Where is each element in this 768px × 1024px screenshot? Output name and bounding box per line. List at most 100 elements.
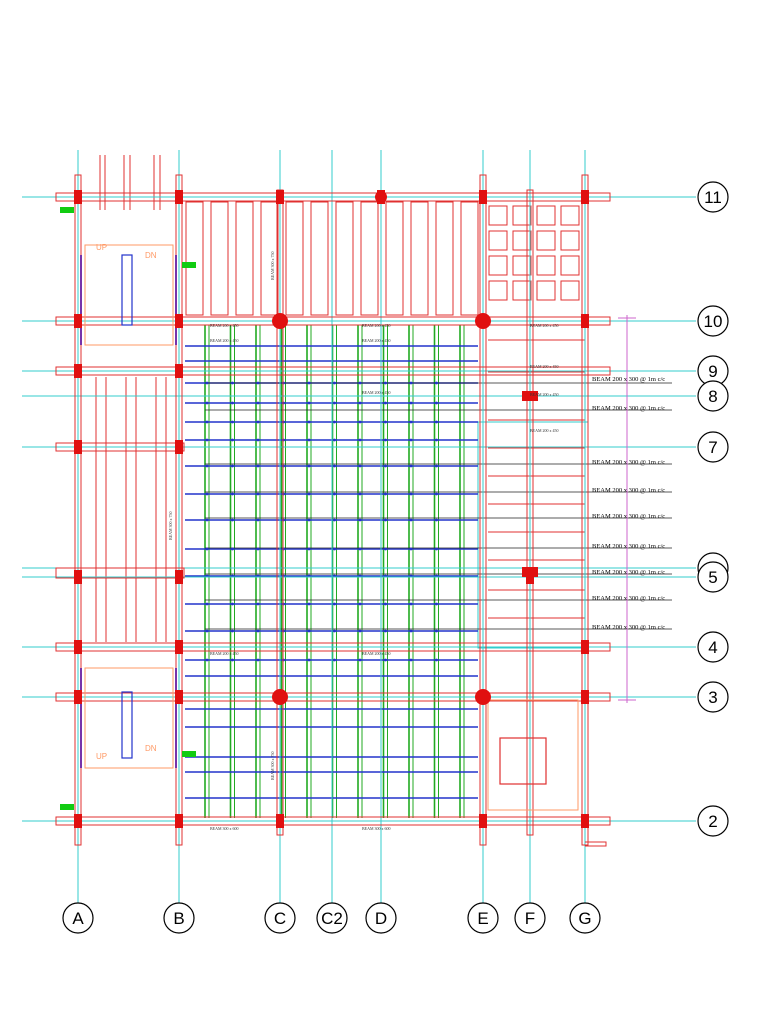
rib-node (205, 658, 209, 662)
rib-node (256, 420, 260, 424)
rib-node (231, 401, 234, 405)
rib-node (435, 518, 438, 522)
column-layer (74, 190, 589, 828)
rib-node (307, 438, 311, 442)
rib-node (409, 464, 413, 468)
slab-panel (460, 201, 479, 316)
main-beam-horizontal (55, 366, 611, 376)
column (175, 570, 183, 584)
staircase-right (487, 699, 579, 811)
rib-node (333, 602, 336, 606)
grid-bubble-row (697, 561, 729, 593)
rib-node (307, 658, 311, 662)
grid-bubble-label: 4 (708, 638, 717, 657)
column (479, 814, 487, 828)
rib-node (384, 401, 387, 405)
rib-node (409, 602, 413, 606)
column (175, 314, 183, 328)
rib-node (409, 381, 413, 385)
rib-node (358, 602, 362, 606)
grid-bubble-label: 9 (708, 362, 717, 381)
grid-bubble-label: 8 (708, 387, 717, 406)
slab-panel (360, 201, 379, 316)
rib-node (384, 658, 387, 662)
inner-beam-label: BEAM 200 x 450 (210, 338, 239, 343)
stair-up-label: UP (96, 752, 107, 761)
main-beam-horizontal (55, 692, 611, 702)
slab-panel (185, 201, 204, 316)
coffer-panel (488, 255, 508, 276)
rib-node (384, 629, 387, 633)
column (175, 690, 183, 704)
rib-node (256, 438, 260, 442)
inner-beam-label: BEAM 200 x 450 (362, 651, 391, 656)
green-marker (182, 262, 196, 268)
misc-markers-layer (60, 207, 636, 847)
rib-node (333, 658, 336, 662)
rib-node (231, 658, 234, 662)
rib-node (333, 438, 336, 442)
rib-node (333, 401, 336, 405)
rib-node (384, 438, 387, 442)
slab-panel (435, 201, 454, 316)
rib-node (435, 658, 438, 662)
rib-node (435, 547, 438, 551)
main-beam-horizontal (55, 567, 185, 579)
rib-node (307, 492, 311, 496)
green-marker (60, 804, 74, 810)
rib-node (307, 464, 311, 468)
inner-beam-label: BEAM 300 x 600 (210, 826, 239, 831)
slab-panel (285, 201, 304, 316)
grid-bubble-row (697, 631, 729, 663)
beam-note: BEAM 200 x 300 @ 1m c/c (592, 513, 665, 520)
inner-beam-label: BEAM 300 x 750 (270, 751, 275, 780)
coffer-panel (488, 230, 508, 251)
rib-node (333, 547, 336, 551)
rib-node (384, 492, 387, 496)
grid-bubble-column (163, 902, 195, 934)
joist-layer (204, 325, 465, 818)
inner-beam-labels: BEAM 200 x 450 BEAM 200 x 450 BEAM 200 x… (168, 251, 559, 831)
column (74, 570, 82, 584)
coffer-panel (560, 205, 580, 226)
rib-node (358, 420, 362, 424)
rib-node (205, 602, 209, 606)
rib-node (358, 547, 362, 551)
beam-note: BEAM 200 x 300 @ 1m c/c (592, 487, 665, 494)
grid-bubble-label: 3 (708, 688, 717, 707)
rib-node (205, 547, 209, 551)
beam-note: BEAM 200 x 300 @ 1m c/c (592, 595, 665, 602)
rib-node (358, 464, 362, 468)
round-column (375, 191, 387, 203)
main-beam-vertical (175, 174, 183, 846)
column (74, 190, 82, 204)
rib-node (307, 420, 311, 424)
grid-bubble-column (62, 902, 94, 934)
grid-bubble-label: 11 (704, 188, 722, 207)
coffer-panel (536, 280, 556, 301)
rib-node (231, 381, 234, 385)
round-column (272, 313, 288, 329)
rib-node (256, 381, 260, 385)
grid-bubble-label: E (477, 909, 488, 928)
grid-bubble-label: F (525, 909, 535, 928)
inner-beam-label: BEAM 200 x 450 (530, 428, 559, 433)
column (276, 190, 284, 204)
grid-bubble-row (697, 805, 729, 837)
rib-node (333, 420, 336, 424)
rib-node (256, 401, 260, 405)
rib-node (358, 438, 362, 442)
secondary-beam-vertical (526, 189, 534, 836)
rib-node (307, 381, 311, 385)
coffer-panel (512, 230, 532, 251)
rib-node (333, 464, 336, 468)
rib-node (384, 547, 387, 551)
round-column (272, 689, 288, 705)
column (175, 814, 183, 828)
main-beam-horizontal (55, 642, 611, 652)
rib-node (205, 420, 209, 424)
grid-lines-layer (22, 150, 696, 900)
rib-node (333, 381, 336, 385)
coffer-panel (560, 280, 580, 301)
slab-panel (335, 201, 354, 316)
